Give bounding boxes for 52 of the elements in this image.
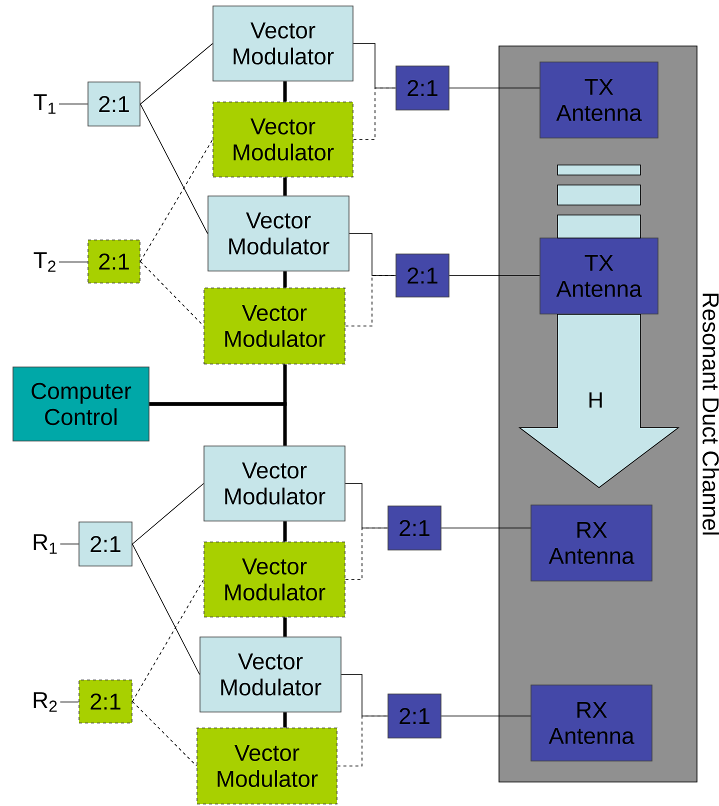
connector-line — [140, 104, 208, 234]
combiner-box: 2:1 — [396, 254, 450, 298]
control-bus — [283, 177, 287, 196]
modulator-box: Vector Modulator — [212, 6, 354, 82]
splitter-box: 2:1 — [88, 240, 140, 284]
connector-line — [337, 716, 388, 766]
connector-line — [132, 544, 200, 675]
connector-line — [132, 579, 204, 702]
terminal-label: R$_{2}$ — [34, 692, 57, 712]
combiner-box: 2:1 — [388, 694, 442, 738]
modulator-box: Vector Modulator — [200, 636, 342, 712]
connector-line — [353, 88, 396, 140]
antenna-box: RX Antenna — [530, 684, 652, 762]
modulator-box: Vector Modulator — [204, 446, 346, 522]
modulator-box: Vector Modulator — [196, 728, 338, 804]
splitter-box: 2:1 — [88, 82, 140, 126]
terminal-label: T$_{2}$ — [34, 252, 56, 272]
antenna-box: RX Antenna — [530, 504, 652, 582]
connector-line — [345, 275, 396, 326]
connector-line — [341, 674, 388, 716]
edge-label: H — [586, 391, 605, 409]
antenna-box: TX Antenna — [540, 238, 658, 314]
control-bus — [283, 521, 287, 542]
modulator-box: Vector Modulator — [204, 542, 346, 618]
control-box: Computer Control — [12, 366, 150, 442]
connector-line — [345, 528, 388, 580]
control-bus — [283, 712, 287, 728]
connector-line — [449, 275, 540, 276]
control-bus — [149, 402, 287, 446]
modulator-box: Vector Modulator — [208, 196, 350, 272]
antenna-box: TX Antenna — [540, 62, 658, 138]
connector-line — [349, 233, 396, 276]
modulator-box: Vector Modulator — [204, 288, 346, 364]
connector-line — [140, 139, 213, 262]
block-arrow — [518, 314, 680, 488]
connector-line — [132, 483, 204, 544]
connector-line — [345, 483, 388, 528]
channel-label: Resonant Duct Channel — [702, 294, 719, 535]
control-bus — [283, 617, 287, 637]
connector-line — [140, 43, 213, 104]
combiner-box: 2:1 — [396, 66, 450, 110]
modulator-box: Vector Modulator — [212, 102, 354, 178]
connector-line — [140, 261, 204, 326]
control-bus — [283, 271, 287, 288]
combiner-box: 2:1 — [388, 506, 442, 550]
splitter-box: 2:1 — [78, 680, 132, 724]
terminal-label: R$_{1}$ — [34, 534, 57, 554]
terminal-label: T$_{1}$ — [34, 94, 56, 114]
connector-line — [132, 701, 197, 766]
splitter-box: 2:1 — [78, 522, 132, 566]
connector-line — [353, 43, 396, 88]
control-bus — [283, 81, 287, 102]
